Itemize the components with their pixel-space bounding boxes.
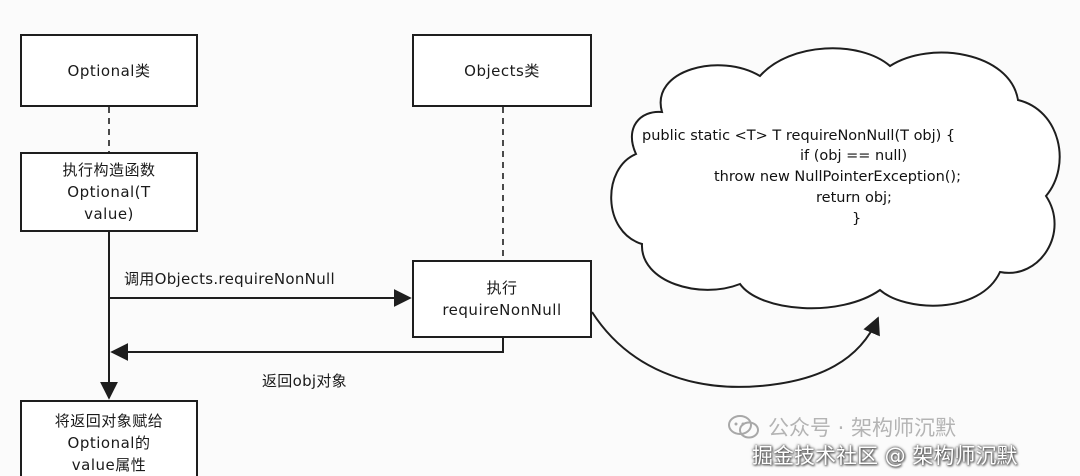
code-line-4: return obj; (816, 190, 892, 206)
return-arrow (110, 338, 504, 361)
constructor-line-1: 执行构造函数 (62, 161, 156, 179)
code-line-3: throw new NullPointerException(); (714, 169, 961, 185)
call-label: 调用Objects.requireNonNull (124, 270, 335, 288)
assign-line-2: Optional的 (67, 434, 151, 452)
code-line-5: } (852, 211, 862, 227)
code-line-2: if (obj == null) (800, 148, 908, 164)
execute-line-1: 执行 (486, 279, 518, 297)
constructor-line-3: value) (84, 205, 134, 223)
constructor-line-2: Optional(T (67, 183, 151, 201)
assign-box: 将返回对象赋给 Optional的 value属性 (20, 400, 198, 476)
objects-class-label: Objects类 (464, 61, 540, 80)
optional-class-label: Optional类 (67, 61, 151, 80)
execute-box: 执行 requireNonNull (412, 260, 592, 338)
objects-class-box: Objects类 (412, 34, 592, 107)
execute-line-2: requireNonNull (442, 301, 562, 319)
wechat-watermark: 公众号 · 架构师沉默 (768, 416, 957, 440)
cloud-arrow (591, 311, 880, 388)
constructor-box: 执行构造函数 Optional(T value) (20, 152, 198, 232)
code-line-1: public static <T> T requireNonNull(T obj… (642, 128, 956, 144)
assign-line-1: 将返回对象赋给 (54, 412, 164, 430)
optional-class-box: Optional类 (20, 34, 198, 107)
juejin-watermark: 掘金技术社区 @ 架构师沉默 (752, 444, 1018, 468)
return-label: 返回obj对象 (262, 372, 347, 390)
code-cloud (610, 47, 1061, 310)
wechat-icon (728, 415, 759, 439)
assign-line-3: value属性 (71, 456, 147, 474)
